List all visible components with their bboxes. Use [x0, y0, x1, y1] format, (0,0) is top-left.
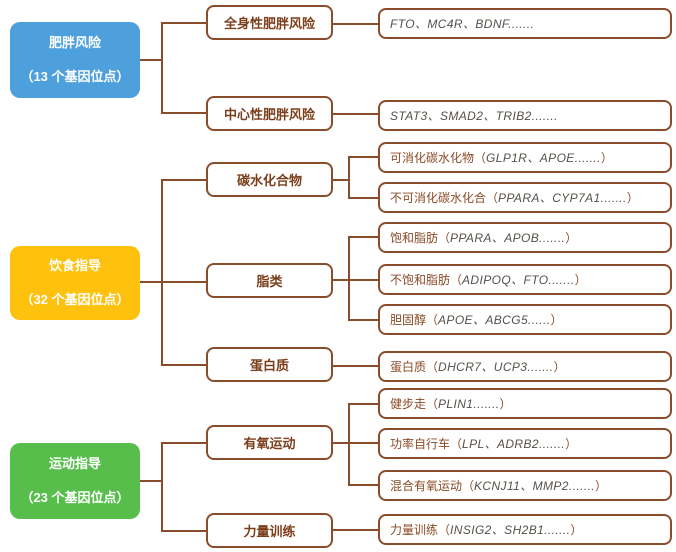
subcategory-node-strength-training: 力量训练 [206, 513, 333, 548]
leaf-label-close: ） [550, 313, 563, 327]
category-node-obesity-risk: 肥胖风险 （13 个基因位点） [10, 22, 140, 98]
connector-line [348, 156, 350, 199]
gene-names: DHCR7、UCP3....... [438, 360, 554, 374]
gene-names: PPARA、CYP7A1....... [498, 191, 627, 205]
subcategory-node-central-obesity: 中心性肥胖风险 [206, 96, 333, 131]
connector-line [163, 442, 206, 444]
gene-list-node: 不饱和脂肪（ADIPOQ、FTO.......） [378, 264, 672, 295]
connector-line [163, 530, 206, 532]
gene-names: ADIPOQ、FTO....... [462, 273, 575, 287]
leaf-label-close: ） [565, 231, 578, 245]
category-subtitle: （32 个基因位点） [20, 292, 130, 307]
connector-line [333, 179, 349, 181]
gene-list-node: 不可消化碳水化合（PPARA、CYP7A1.......） [378, 182, 672, 213]
gene-names: APOE、ABCG5...... [438, 313, 551, 327]
connector-line [163, 22, 206, 24]
subcategory-node-protein: 蛋白质 [206, 347, 333, 382]
gene-names: INSIG2、SH2B1....... [450, 523, 571, 537]
connector-line [333, 442, 378, 444]
gene-list-node: 饱和脂肪（PPARA、APOB.......） [378, 222, 672, 253]
leaf-label-close: ） [570, 523, 583, 537]
gene-names: KCNJ11、MMP2....... [474, 479, 596, 493]
leaf-label: 功率自行车（ [390, 437, 463, 451]
gene-list-node: 健步走（PLIN1.......） [378, 388, 672, 419]
gene-list-node: 混合有氧运动（KCNJ11、MMP2.......） [378, 470, 672, 501]
gene-names: GLP1R、APOE....... [486, 151, 601, 165]
connector-line [350, 403, 378, 405]
leaf-label: 混合有氧运动（ [390, 479, 475, 493]
connector-line [163, 112, 206, 114]
connector-line [161, 179, 163, 366]
connector-line [350, 197, 378, 199]
leaf-label: 胆固醇（ [390, 313, 439, 327]
category-title: 肥胖风险 [48, 34, 101, 50]
leaf-label: 不饱和脂肪（ [390, 273, 463, 287]
connector-line [333, 23, 378, 25]
gene-list-node: 胆固醇（APOE、ABCG5......） [378, 304, 672, 335]
subcategory-node-aerobic-exercise: 有氧运动 [206, 425, 333, 460]
leaf-label-close: ） [565, 437, 578, 451]
gene-names: PPARA、APOB....... [450, 231, 566, 245]
leaf-label: 不可消化碳水化合（ [390, 191, 499, 205]
connector-line [348, 403, 350, 486]
leaf-label: 饱和脂肪（ [390, 231, 451, 245]
connector-line [163, 179, 206, 181]
leaf-label: 蛋白质（ [390, 360, 439, 374]
connector-line [163, 364, 206, 366]
category-subtitle: （23 个基因位点） [20, 490, 130, 505]
leaf-label-close: ） [553, 360, 566, 374]
connector-line [333, 113, 378, 115]
connector-line [140, 59, 162, 61]
category-title: 运动指导 [48, 455, 101, 471]
leaf-label: 健步走（ [390, 397, 439, 411]
leaf-label-close: ） [626, 191, 639, 205]
gene-names: LPL、ADRB2....... [462, 437, 566, 451]
leaf-label-close: ） [595, 479, 608, 493]
connector-line [333, 529, 378, 531]
subcategory-node-overall-obesity: 全身性肥胖风险 [206, 5, 333, 40]
gene-list-node: 功率自行车（LPL、ADRB2.......） [378, 428, 672, 459]
gene-list-node: 蛋白质（DHCR7、UCP3.......） [378, 351, 672, 382]
gene-list-node: FTO、MC4R、BDNF....... [378, 8, 672, 39]
leaf-label-close: ） [574, 273, 587, 287]
connector-line [140, 480, 162, 482]
leaf-label-close: ） [499, 397, 512, 411]
connector-line [333, 365, 378, 367]
leaf-label: 可消化碳水化物（ [390, 151, 487, 165]
leaf-label: 力量训练（ [390, 523, 451, 537]
subcategory-node-lipids: 脂类 [206, 263, 333, 298]
gene-list-node: 可消化碳水化物（GLP1R、APOE.......） [378, 142, 672, 173]
gene-names: FTO、MC4R、BDNF....... [390, 17, 535, 31]
category-subtitle: （13 个基因位点） [20, 69, 130, 84]
connector-line [350, 319, 378, 321]
connector-line [333, 279, 378, 281]
gene-names: PLIN1....... [438, 396, 500, 411]
subcategory-node-carbohydrate: 碳水化合物 [206, 162, 333, 197]
category-title: 饮食指导 [48, 257, 101, 273]
category-node-diet-guidance: 饮食指导 （32 个基因位点） [10, 246, 140, 320]
leaf-label-close: ） [600, 151, 613, 165]
connector-line [350, 484, 378, 486]
connector-line [161, 442, 163, 532]
connector-line [140, 281, 206, 283]
gene-names: STAT3、SMAD2、TRIB2....... [390, 109, 558, 123]
connector-line [348, 236, 350, 321]
connector-line [350, 236, 378, 238]
connector-line [161, 22, 163, 114]
connector-line [350, 156, 378, 158]
gene-list-node: 力量训练（INSIG2、SH2B1.......） [378, 514, 672, 545]
gene-list-node: STAT3、SMAD2、TRIB2....... [378, 100, 672, 131]
category-node-exercise-guidance: 运动指导 （23 个基因位点） [10, 443, 140, 519]
